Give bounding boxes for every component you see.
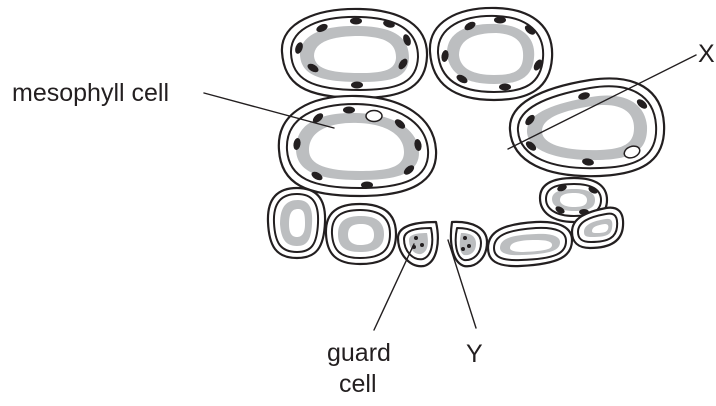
- guard-cell-label-line2: cell: [339, 370, 377, 398]
- cell-top-middle: [430, 8, 552, 100]
- cell-bottom-elongated: [488, 222, 572, 266]
- vacuole-spot: [366, 111, 382, 122]
- cell-bottom-left-2: [326, 204, 396, 264]
- guard-cell-left: [398, 222, 438, 266]
- cell-bottom-left-1: [268, 188, 325, 258]
- guard-cell-label-line1: guard: [327, 339, 391, 367]
- mesophyll-cell-label: mesophyll cell: [12, 79, 169, 107]
- mesophyll-cell-drawing: [279, 96, 436, 196]
- guard-cell-right: [451, 222, 487, 266]
- x-label: X: [698, 40, 715, 68]
- cell-top-left: [282, 9, 427, 98]
- y-label: Y: [466, 340, 483, 368]
